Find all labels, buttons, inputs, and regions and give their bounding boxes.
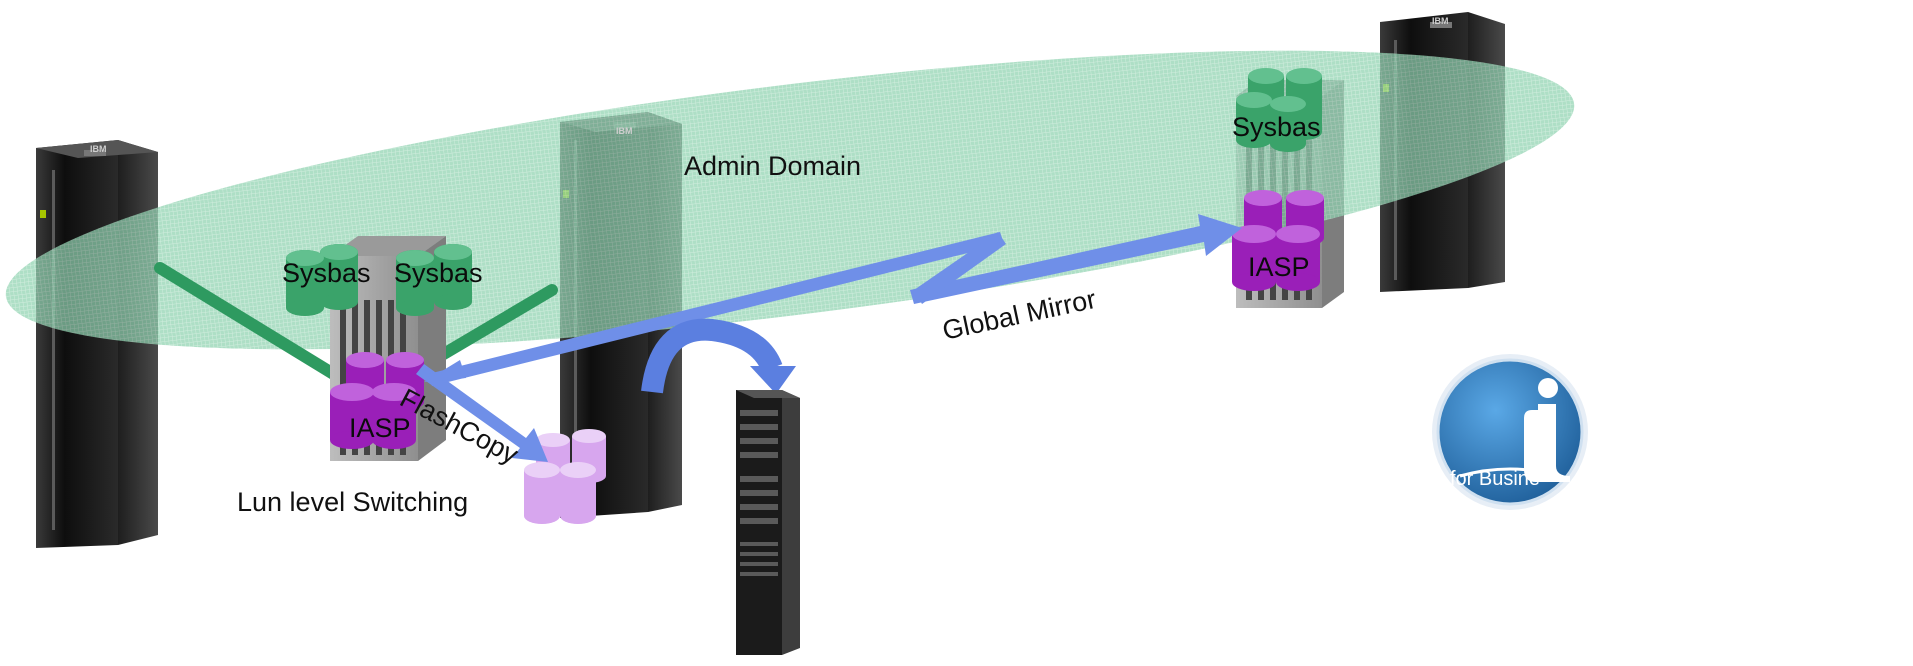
- flashcopy-arrow: [416, 364, 548, 462]
- iasp-disks-right: [1232, 190, 1324, 291]
- info-badge: [1432, 354, 1588, 510]
- global-mirror-arrow: [424, 214, 1242, 386]
- sysbas-disks-right: [1236, 68, 1322, 152]
- ibm-brand-right: IBM: [1432, 16, 1449, 26]
- lun-switching-label: Lun level Switching: [237, 487, 469, 517]
- power-server-left: [36, 140, 158, 548]
- admin-domain-label: Admin Domain: [684, 151, 862, 181]
- sysbas-label-left-a: Sysbas: [282, 258, 371, 288]
- iasp-label-right: IASP: [1248, 252, 1310, 282]
- sysbas-disks-left: [286, 244, 472, 316]
- badge-text: for Busine: [1450, 468, 1541, 490]
- backup-curve-arrow: [641, 318, 783, 394]
- info-icon: [1524, 378, 1570, 482]
- sysbas-label-left-b: Sysbas: [394, 258, 483, 288]
- iasp-disks-left: [330, 352, 424, 449]
- tower-server: [736, 390, 800, 655]
- ibm-brand-left: IBM: [90, 144, 107, 154]
- ibm-brand-center: IBM: [616, 126, 633, 136]
- admin-domain-ellipse: [5, 50, 1575, 350]
- sysbas-label-right: Sysbas: [1232, 112, 1321, 142]
- iasp-label-left: IASP: [349, 413, 411, 443]
